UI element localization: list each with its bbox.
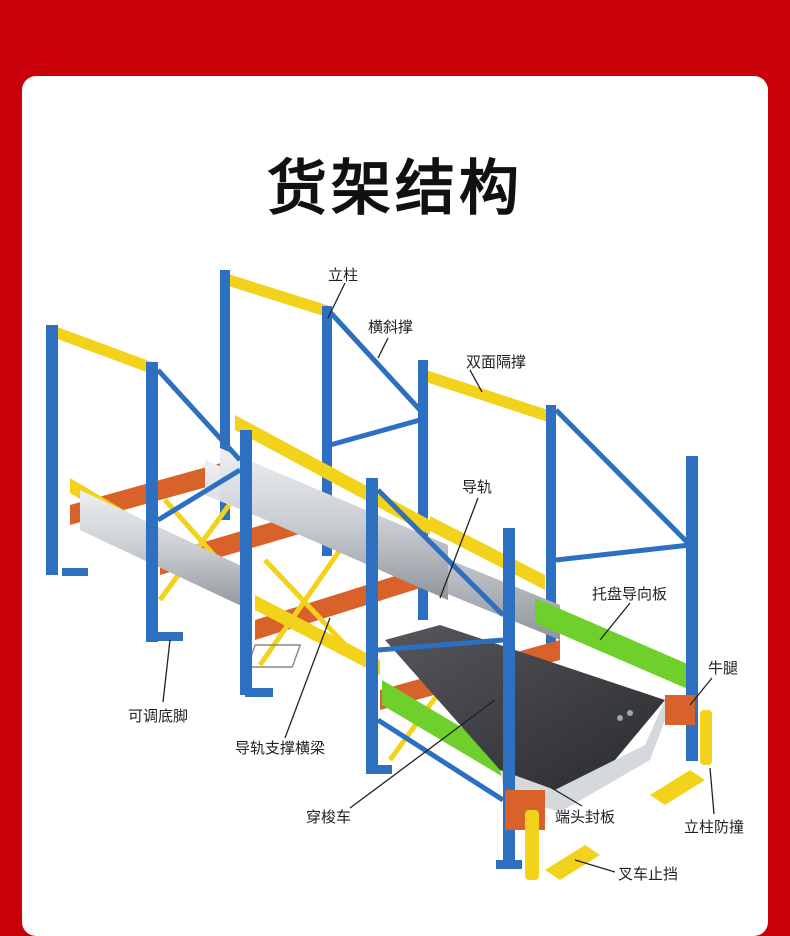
- forklift-stop-right: [650, 770, 705, 805]
- front-frames: [46, 325, 698, 869]
- brace-front-2: [156, 467, 242, 523]
- leader-upright: [327, 282, 346, 319]
- leader-shuttle: [349, 699, 496, 809]
- yellow-x-2a: [257, 548, 343, 667]
- bracket-box: [665, 695, 695, 725]
- label-shuttle: 穿梭车: [306, 808, 351, 826]
- spacer-back-top: [222, 272, 330, 318]
- foot-5: [496, 860, 522, 869]
- upright-front-5: [503, 528, 515, 868]
- brace-front-3: [376, 488, 505, 617]
- upright-front-6: [686, 456, 698, 761]
- label-pallet-guide: 托盘导向板: [592, 585, 667, 603]
- foot-3: [245, 688, 273, 697]
- yellow-x-1a: [157, 488, 243, 602]
- yellow-x-2b: [263, 558, 352, 652]
- yellow-beam-c: [255, 595, 380, 675]
- column-guard-right: [700, 710, 712, 765]
- leader-lines: [162, 282, 715, 873]
- brace-back-diag-1: [328, 310, 422, 412]
- label-forklift-stop: 叉车止挡: [618, 865, 678, 883]
- shuttle-top: [385, 625, 665, 790]
- guide-rails: [80, 448, 560, 640]
- shuttle-light-2: [627, 710, 633, 716]
- shuttle-side: [500, 700, 665, 812]
- label-row-spacer: 双面隔撑: [466, 353, 526, 371]
- label-horizontal-brace: 横斜撑: [368, 318, 413, 336]
- page-title: 货架结构: [267, 154, 523, 224]
- back-frame: [52, 270, 692, 655]
- label-rail-support-beam: 导轨支撑横梁: [235, 739, 325, 757]
- guards: [525, 710, 712, 880]
- upright-back-2: [322, 306, 332, 556]
- brace-front-1: [156, 368, 242, 462]
- leader-bracket: [689, 677, 713, 706]
- foot-1: [62, 568, 88, 576]
- leader-adjustable-foot: [162, 639, 171, 703]
- yellow-beam-d: [430, 516, 545, 590]
- brace-back-h-2: [555, 542, 691, 563]
- upright-front-3: [240, 430, 252, 695]
- labels: 立柱 横斜撑 双面隔撑 导轨 托盘导向板 牛腿 可调底脚 导轨支撑横梁 穿梭车 …: [128, 266, 744, 883]
- spacer-top-right: [420, 368, 548, 422]
- brace-back-diag-2: [554, 408, 692, 547]
- upright-back-3: [418, 360, 428, 620]
- label-bracket: 牛腿: [708, 659, 738, 677]
- leader-forklift-stop: [574, 859, 616, 873]
- leader-rail-support-beam: [284, 617, 331, 739]
- upright-back-4: [546, 405, 556, 655]
- column-guard-front: [525, 810, 539, 880]
- brace-front-5: [376, 717, 505, 803]
- shuttle-vehicle: [246, 625, 665, 812]
- green-pallet-guide-right: [535, 598, 690, 690]
- shuttle-light-1: [617, 715, 623, 721]
- upright-back-1: [220, 270, 230, 520]
- upright-front-4: [366, 478, 378, 773]
- yellow-beam-b: [235, 415, 430, 535]
- forklift-stop-front: [545, 845, 600, 880]
- foot-4: [366, 765, 392, 774]
- leader-row-spacer: [469, 369, 483, 393]
- spacer-left-top: [52, 325, 152, 374]
- rail-upper: [220, 448, 448, 600]
- label-column-guard: 立柱防撞: [684, 818, 744, 836]
- leader-pallet-guide: [599, 602, 631, 641]
- leader-end-plate: [549, 786, 583, 807]
- label-guide-rail: 导轨: [462, 478, 492, 496]
- leader-column-guard: [709, 767, 715, 815]
- foot-2: [155, 632, 183, 641]
- upright-front-1: [46, 325, 58, 575]
- label-adjustable-foot: 可调底脚: [128, 707, 188, 725]
- label-end-plate: 端头封板: [555, 808, 615, 826]
- leader-horizontal-brace: [377, 337, 389, 359]
- rail-left: [80, 490, 250, 610]
- leader-guide-rail: [439, 497, 479, 599]
- upright-front-2: [146, 362, 158, 642]
- brace-front-4: [377, 637, 504, 653]
- label-upright: 立柱: [328, 266, 358, 284]
- brace-back-h-1: [329, 417, 421, 448]
